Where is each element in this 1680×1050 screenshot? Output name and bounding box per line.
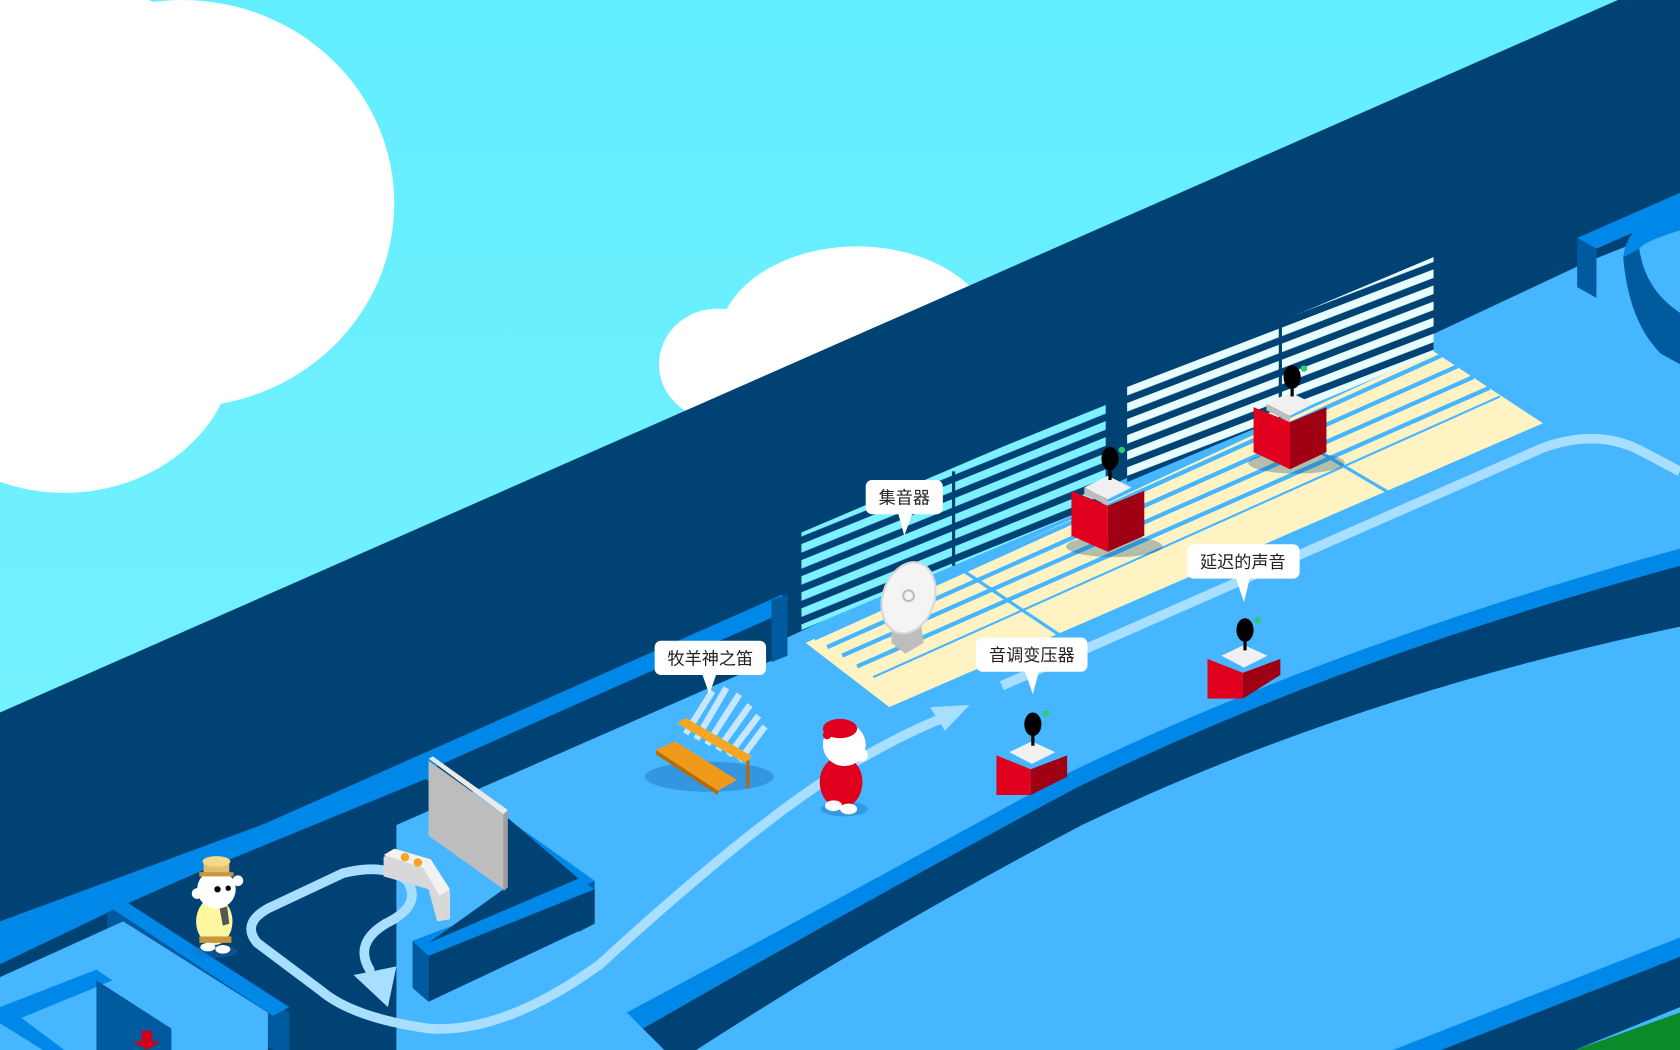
red-cube-1[interactable] xyxy=(1066,446,1163,558)
red-cube-2[interactable] xyxy=(1248,365,1345,474)
sound-collector-dish[interactable] xyxy=(873,555,944,654)
green-ground xyxy=(1575,1012,1680,1050)
trench-wall xyxy=(642,565,1680,1050)
red-cube-4[interactable] xyxy=(1207,617,1281,699)
stage-floor xyxy=(805,351,1543,708)
guide-path-upper xyxy=(999,433,1680,691)
left-rail-side xyxy=(771,594,788,663)
label-delayed-sound-text: 延迟的声音 xyxy=(1200,553,1286,573)
pan-flute-object[interactable] xyxy=(645,686,774,795)
label-delayed-sound: 延迟的声音 xyxy=(1187,544,1300,603)
left-room xyxy=(0,762,595,1050)
cloud-large xyxy=(0,0,395,493)
guide-arrow-loop xyxy=(353,966,397,1008)
lower-floor xyxy=(696,626,1680,1050)
guide-arrow-lower xyxy=(930,705,970,731)
label-collector-text: 集音器 xyxy=(879,489,930,509)
control-panel[interactable] xyxy=(383,848,450,922)
guide-path-lower xyxy=(246,713,948,1034)
label-pitch-transformer-text: 音调变压器 xyxy=(989,646,1075,666)
label-pitch-transformer: 音调变压器 xyxy=(976,637,1088,695)
display-board[interactable] xyxy=(428,756,508,892)
lower-rail xyxy=(1392,937,1680,1050)
right-wall-piece xyxy=(1577,192,1680,365)
npc-bear-yellow[interactable] xyxy=(190,856,244,958)
label-pan-flute: 牧羊神之笛 xyxy=(654,640,767,695)
red-cube-3[interactable] xyxy=(996,710,1068,795)
player-bear-red[interactable] xyxy=(819,718,868,817)
label-pan-flute-text: 牧羊神之笛 xyxy=(668,649,754,669)
label-collector: 集音器 xyxy=(865,480,943,536)
